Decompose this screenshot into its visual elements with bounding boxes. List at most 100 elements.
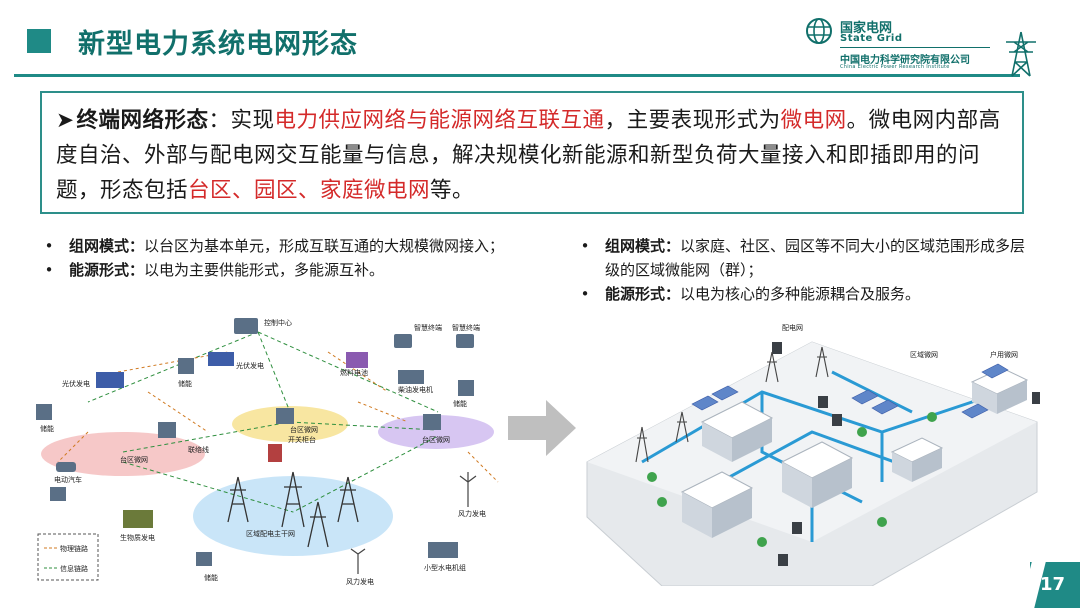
diagram-label: 燃料电池 [340, 368, 368, 377]
tower-icon [281, 471, 305, 528]
list-item-text: 以家庭、社区、园区等不同大小的区域范围形成多层级的区域微能网（群）； [605, 237, 1026, 279]
diagram-legend [37, 533, 99, 581]
storage-icon [832, 414, 842, 426]
tower-icon [765, 351, 779, 383]
legend-label: 信息链路 [60, 564, 88, 573]
list-item-key: 能源形式： [69, 261, 145, 279]
hydro-unit-icon [428, 542, 458, 558]
solar-panel-icon [711, 385, 739, 401]
callout-bullet: ➤ [56, 108, 75, 133]
smart-terminal-icon [456, 334, 474, 348]
callout-highlight-2: 微电网 [780, 108, 847, 133]
fuel-cell-icon [346, 352, 368, 368]
diagram-label: 光伏发电 [62, 379, 90, 388]
household-building [972, 382, 997, 414]
state-grid-globe-icon [806, 18, 832, 44]
diagram-label: 风力发电 [346, 577, 374, 586]
tree-icon [927, 412, 937, 422]
diagram-label: 生物质发电 [120, 533, 155, 542]
list-item: • 组网模式：以家庭、社区、园区等不同大小的区域范围形成多层级的区域微能网（群）… [580, 234, 1040, 282]
building [702, 422, 732, 462]
tower-icon [307, 501, 329, 548]
callout-text-2: ，主要表现形式为 [604, 108, 781, 133]
list-item-text: 以台区为基本单元，形成互联互通的大规模微网接入； [144, 237, 505, 255]
diesel-generator-icon [398, 370, 424, 384]
diagram-label: 区域配电主干网 [246, 529, 295, 538]
header-accent-square [27, 29, 51, 53]
building [782, 462, 812, 508]
biomass-plant-icon [123, 510, 153, 528]
callout-text-3: 。微电网内部高度自治、外部与配电网交互能量与信息，解决规模化新能源和新型负荷大量… [56, 108, 1001, 203]
diagram-label: 储能 [204, 573, 218, 582]
bullet-dot: • [580, 285, 590, 303]
solar-panel-icon [981, 363, 1009, 379]
diagram-label: 台区微网 [290, 425, 318, 434]
list-item-text: 以电为主要供能形式，多能源互补。 [144, 261, 385, 279]
diagram-label: 风力发电 [458, 509, 486, 518]
microgrid-zone-left [41, 432, 205, 476]
storage-icon [178, 358, 194, 374]
page-number: 17 [1040, 574, 1066, 595]
solar-panel-icon [851, 389, 879, 405]
pv-panel-icon [96, 372, 124, 388]
transformer-icon [423, 414, 441, 430]
right-bullet-list: • 组网模式：以家庭、社区、园区等不同大小的区域范围形成多层级的区域微能网（群）… [580, 234, 1040, 306]
tower-icon [227, 476, 249, 523]
smart-terminal-icon [394, 334, 412, 348]
header-divider [14, 74, 1020, 77]
callout-highlight-1: 电力供应网络与能源网络互联互通 [274, 108, 605, 133]
switch-cabinet-icon [268, 444, 282, 462]
diagram-label: 智慧终端 [414, 323, 442, 332]
solar-panel-icon [961, 403, 989, 419]
tower-icon [675, 411, 689, 443]
storage-icon [196, 552, 212, 566]
logo-separator [840, 47, 990, 48]
transformer-icon [158, 422, 176, 438]
diagram-label: 电动汽车 [54, 475, 82, 484]
list-item: • 能源形式：以电为主要供能形式，多能源互补。 [44, 258, 514, 282]
building [912, 448, 942, 482]
storage-icon [1032, 392, 1040, 404]
building [732, 418, 772, 462]
household-building [997, 380, 1027, 414]
diagram-label: 台区微网 [120, 455, 148, 464]
tree-icon [857, 427, 867, 437]
bullet-dot: • [44, 261, 54, 279]
callout-highlight-3: 台区、园区、家庭微电网 [188, 178, 431, 203]
diagram-label: 储能 [178, 379, 192, 388]
callout-text-4: 等。 [430, 178, 475, 203]
storage-icon [36, 404, 52, 420]
grid-towers [635, 346, 829, 463]
list-item-key: 组网模式： [69, 237, 145, 255]
list-item-text: 以电为核心的多种能源耦合及服务。 [680, 285, 921, 303]
callout-text-1: ：实现 [208, 108, 275, 133]
tree-icon [877, 517, 887, 527]
tree-icon [757, 537, 767, 547]
wind-turbines [350, 472, 477, 574]
wind-turbine-icon [350, 548, 366, 574]
list-item: • 能源形式：以电为核心的多种能源耦合及服务。 [580, 282, 1040, 306]
diagram-label: 小型水电机组 [424, 563, 466, 572]
diagram-label: 储能 [453, 399, 467, 408]
microgrid-zone-right [378, 415, 494, 449]
logo-chinese-name: 国家电网 [840, 21, 893, 36]
storage-icon [458, 380, 474, 396]
microgrid-network-diagram: 控制中心 智慧终端 智慧终端 光伏发电 光伏发电 储能 储能 储能 储能 燃料电… [36, 318, 499, 586]
list-item: • 组网模式：以台区为基本单元，形成互联互通的大规模微网接入； [44, 234, 514, 258]
storage-icon [792, 522, 802, 534]
pv-panel-icon [208, 352, 234, 366]
storage-icon [778, 554, 788, 566]
diagram-label: 台区微网 [422, 435, 450, 444]
info-links [87, 331, 439, 513]
page-title: 新型电力系统电网形态 [78, 29, 358, 60]
diagram-label: 配电网 [782, 323, 803, 332]
storage-icon [772, 342, 782, 354]
callout-lead: 终端网络形态 [76, 108, 209, 133]
solar-panel-icon [871, 399, 899, 415]
diagram-label: 控制中心 [264, 318, 292, 327]
solar-panel-icon [691, 395, 719, 411]
tower-icon [815, 346, 829, 378]
storage-icon [818, 396, 828, 408]
tower-icon [635, 426, 649, 463]
isometric-microgrid-diagram: 配电网 区域微网 户用微网 [586, 323, 1040, 586]
